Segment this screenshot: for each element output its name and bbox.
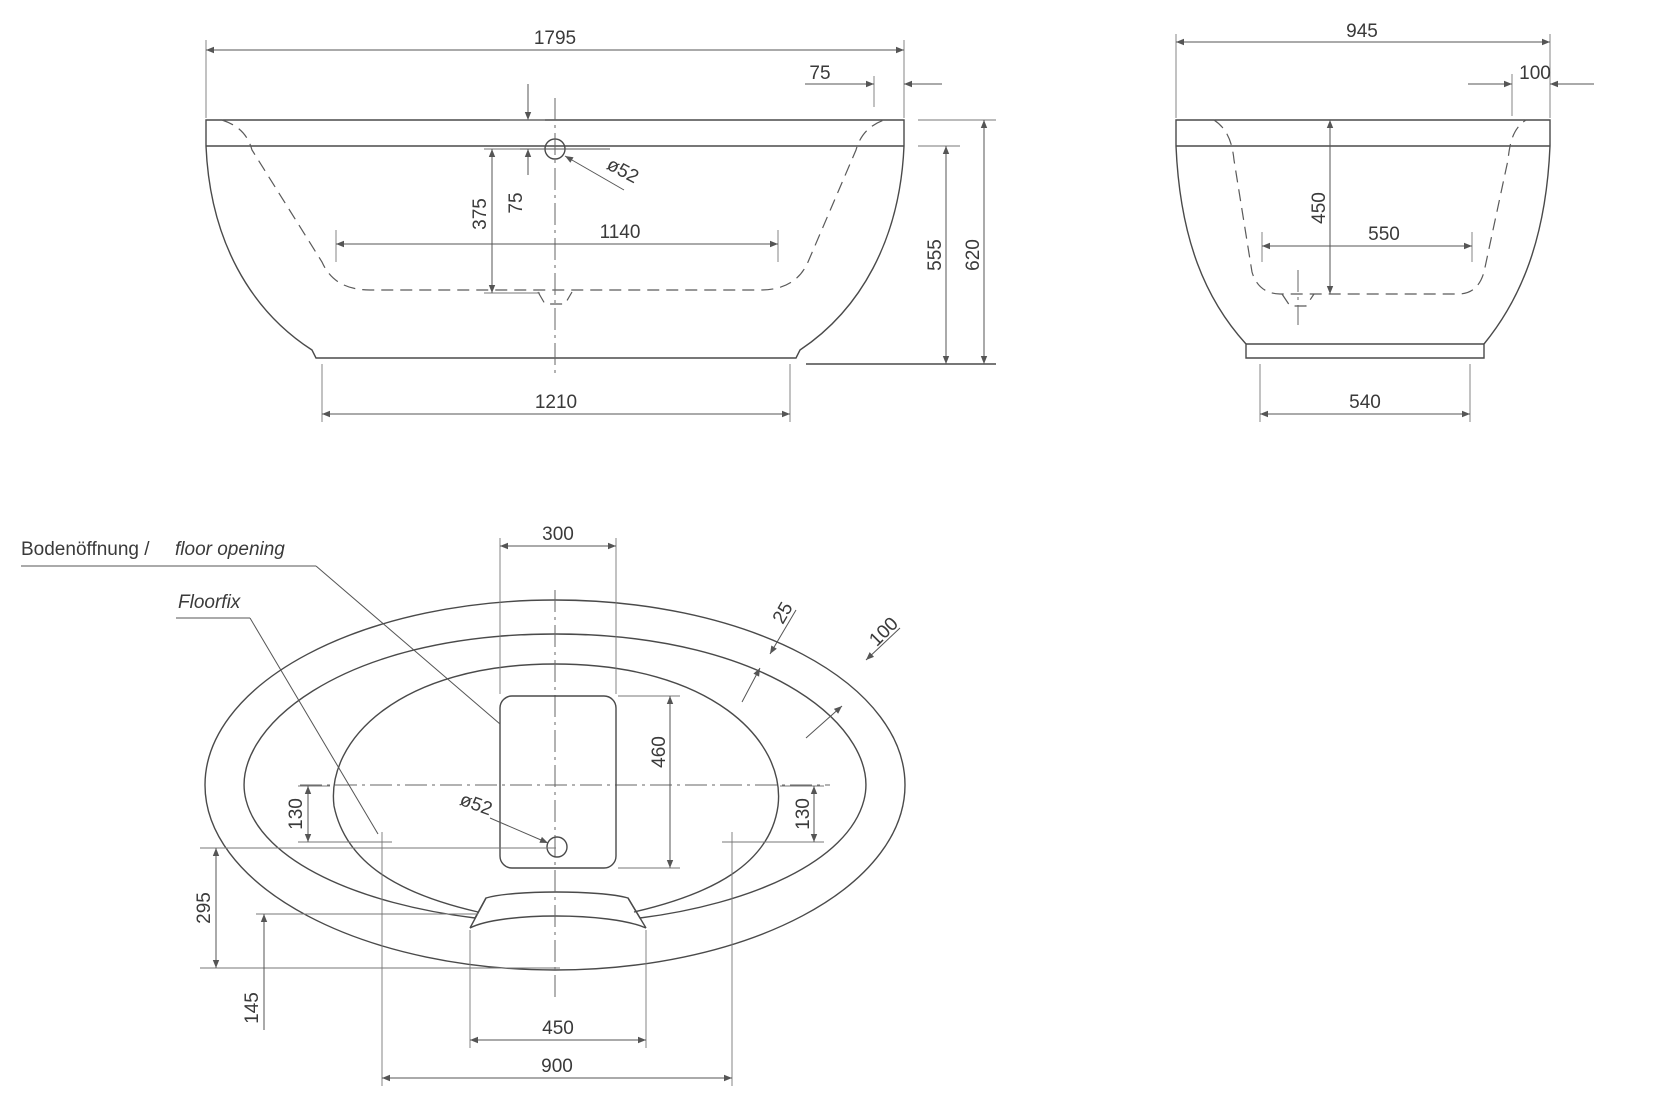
dim-drain-from-edge: 295 (194, 892, 215, 924)
dim-base-length: 1210 (535, 392, 577, 413)
side-view-outline (205, 119, 905, 359)
end-view-outline (1175, 119, 1551, 359)
dim-rim-offset: 75 (809, 63, 830, 84)
dim-rim-width: 25 (769, 599, 798, 628)
dim-notch-width: 450 (542, 1018, 574, 1039)
end-view-inner-contour (1213, 119, 1527, 295)
dim-end-overall-width: 945 (1346, 21, 1378, 42)
label-floorfix: Floorfix (178, 592, 242, 613)
label-floor-opening-de: Bodenöffnung / (21, 539, 150, 560)
dim-overall-length: 1795 (534, 28, 576, 49)
floorfix-marker-right (722, 832, 742, 852)
dim-inner-depth: 375 (470, 198, 491, 230)
side-view: 1795 75 75 375 ø52 1140 555 620 (205, 28, 996, 422)
dim-floorfix-spacing: 900 (541, 1056, 573, 1077)
floor-opening-rect (499, 695, 617, 869)
dim-rim-outer: 100 (865, 613, 902, 650)
dim-inner-bottom-length: 1140 (600, 222, 641, 243)
dim-end-rim-offset: 100 (1519, 63, 1551, 84)
dim-end-inner-bottom-width: 550 (1368, 224, 1400, 245)
plan-view: Bodenöffnung / floor opening Floorfix 30… (21, 524, 906, 1086)
end-view: 945 100 450 550 540 (1175, 21, 1594, 422)
dim-floor-opening-length: 460 (649, 736, 670, 768)
dim-height-to-rim: 555 (925, 239, 946, 271)
dim-floorfix-right-offset: 130 (793, 798, 814, 830)
label-floor-opening-en: floor opening (175, 539, 285, 560)
floorfix-marker-left (372, 832, 392, 852)
dim-overflow-offset: 75 (506, 192, 527, 213)
dim-floorfix-left-offset: 130 (286, 798, 307, 830)
dim-overflow-diameter: ø52 (603, 154, 642, 188)
dim-edge-offset: 145 (242, 992, 263, 1024)
dim-drain-diameter: ø52 (457, 789, 495, 820)
dim-floor-opening-width: 300 (542, 524, 574, 545)
plan-basin-outline (332, 663, 780, 913)
dim-end-inner-depth: 450 (1309, 192, 1330, 224)
plan-drain-hole (546, 836, 568, 858)
side-view-drain (537, 291, 573, 305)
dim-end-base-width: 540 (1349, 392, 1381, 413)
dim-total-height: 620 (963, 239, 984, 271)
